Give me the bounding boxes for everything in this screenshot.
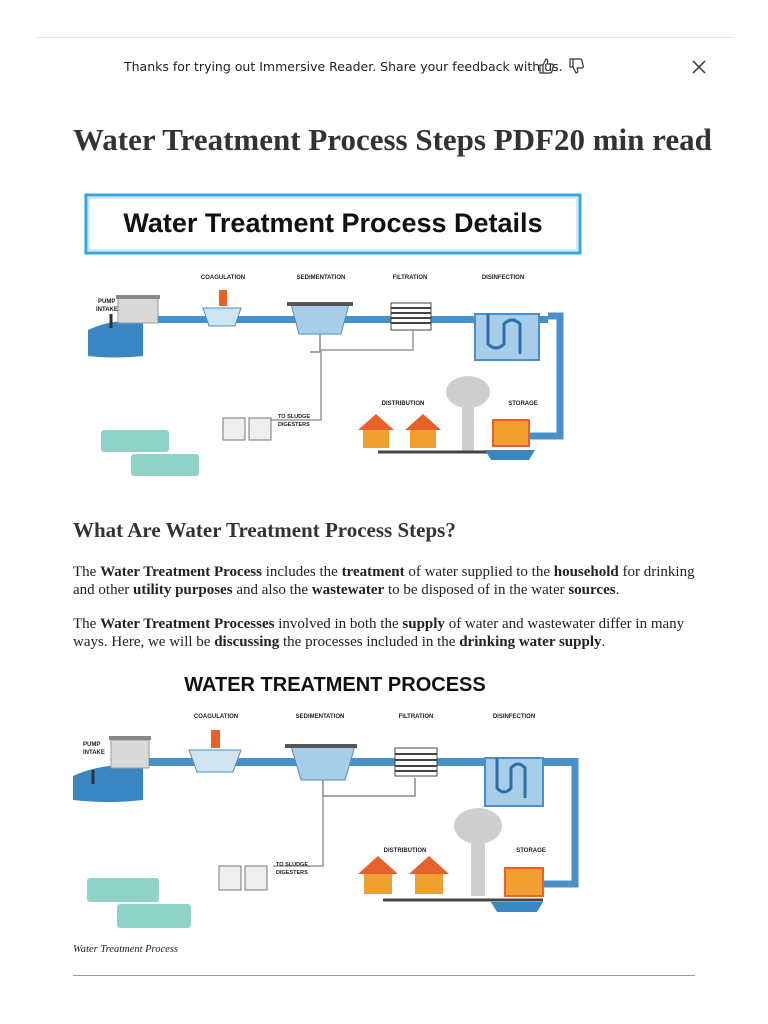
pump-house	[117, 297, 159, 324]
label-coagulation: COAGULATION	[201, 275, 245, 281]
label-filtration: FILTRATION	[393, 275, 428, 281]
sedimentation-tank	[290, 303, 350, 335]
note-box-1	[101, 430, 169, 452]
banner-title: Water Treatment Process Details	[123, 208, 542, 238]
label-disinfection: DISINFECTION	[482, 275, 524, 281]
figure2-title: WATER TREATMENT PROCESS	[184, 674, 485, 696]
coagulation-tank	[202, 307, 242, 327]
paragraph-1: The Water Treatment Process includes the…	[73, 564, 695, 598]
bottom-divider	[73, 975, 695, 976]
label-storage: STORAGE	[516, 848, 546, 854]
label-intake: INTAKE	[83, 750, 105, 756]
water-tower	[446, 376, 490, 453]
thumbs-down-icon[interactable]	[567, 56, 587, 76]
filtration-unit	[390, 302, 432, 331]
label-distribution: DISTRIBUTION	[384, 848, 427, 854]
water-treatment-diagram-1: Water Treatment Process Details PUMP INT…	[73, 190, 593, 486]
label-pump: PUMP	[83, 742, 100, 748]
label-filtration: FILTRATION	[399, 714, 434, 720]
label-sedimentation: SEDIMENTATION	[297, 275, 346, 281]
main-pipe	[158, 316, 548, 323]
note-box-2	[131, 454, 199, 476]
label-storage: STORAGE	[508, 401, 538, 407]
sludge-digesters	[222, 417, 272, 441]
label-to-sludge: TO SLUDGE	[278, 414, 310, 420]
figure-caption: Water Treatment Process	[73, 944, 178, 955]
close-icon[interactable]	[689, 57, 709, 77]
paragraph-2: The Water Treatment Processes involved i…	[73, 616, 685, 650]
label-pump: PUMP	[98, 299, 115, 305]
top-divider	[36, 37, 734, 38]
label-digesters: DIGESTERS	[276, 870, 308, 876]
label-disinfection: DISINFECTION	[493, 714, 535, 720]
banner-frame	[84, 193, 582, 255]
distribution-houses	[358, 414, 441, 448]
label-sedimentation: SEDIMENTATION	[296, 714, 345, 720]
label-digesters: DIGESTERS	[278, 422, 310, 428]
immersive-reader-feedback-bar: Thanks for trying out Immersive Reader. …	[0, 52, 768, 82]
label-intake: INTAKE	[96, 307, 118, 313]
intake-water	[88, 321, 143, 358]
feedback-message: Thanks for trying out Immersive Reader. …	[124, 59, 563, 74]
label-to-sludge: TO SLUDGE	[276, 862, 308, 868]
water-treatment-diagram-2: WATER TREATMENT PROCESS PUMP INTAKE COAG…	[73, 666, 593, 942]
thumbs-up-icon[interactable]	[537, 56, 557, 76]
section-heading: What Are Water Treatment Process Steps?	[73, 518, 456, 542]
storage-tank	[492, 419, 530, 447]
label-distribution: DISTRIBUTION	[382, 401, 425, 407]
article-title: Water Treatment Process Steps PDF20 min …	[73, 122, 712, 157]
label-coagulation: COAGULATION	[194, 714, 238, 720]
